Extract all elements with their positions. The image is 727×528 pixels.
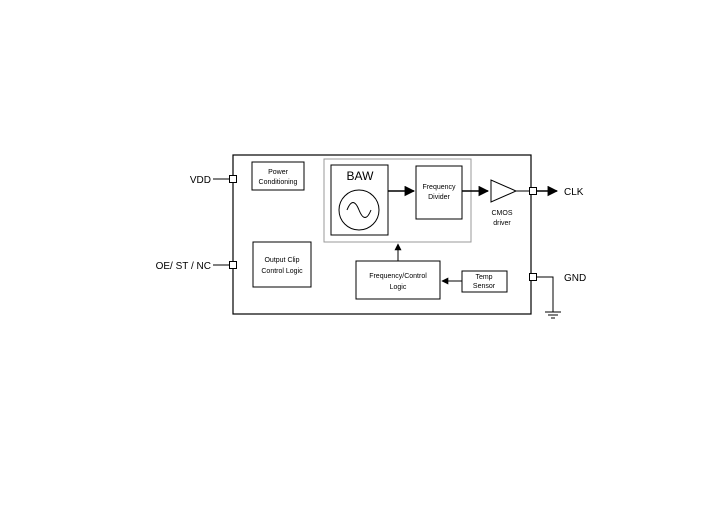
ground-icon bbox=[545, 311, 561, 319]
clk-label: CLK bbox=[564, 187, 584, 198]
baw-block bbox=[330, 164, 389, 236]
baw-label: BAW bbox=[347, 169, 375, 183]
freq-control-label-1: Frequency/Control bbox=[369, 273, 427, 280]
output-clip-block bbox=[252, 241, 312, 288]
power-conditioning-block bbox=[251, 161, 305, 191]
gnd-pin bbox=[529, 273, 537, 281]
oscillator-frame bbox=[323, 158, 472, 243]
oscillator-circle bbox=[338, 189, 380, 231]
frequency-control-block bbox=[355, 260, 441, 300]
power-label-1: Power bbox=[268, 169, 289, 176]
gnd-label: GND bbox=[564, 273, 586, 284]
oe-pin bbox=[229, 261, 237, 269]
temp-label-1: Temp bbox=[475, 274, 492, 281]
divider-label-1: Frequency bbox=[422, 184, 456, 191]
frequency-divider-block bbox=[415, 165, 463, 220]
oe-label: OE/ ST / NC bbox=[156, 261, 211, 272]
gnd-wire bbox=[536, 276, 554, 312]
cmos-label-2: driver bbox=[493, 220, 511, 227]
cmos-driver-icon bbox=[490, 179, 518, 203]
output-clip-label-2: Control Logic bbox=[261, 268, 303, 275]
output-clip-label-1: Output Clip bbox=[264, 257, 299, 264]
clk-pin bbox=[529, 187, 537, 195]
vdd-pin bbox=[229, 175, 237, 183]
power-label-2: Conditioning bbox=[259, 179, 298, 186]
cmos-label-1: CMOS bbox=[492, 210, 513, 217]
divider-label-2: Divider bbox=[428, 194, 450, 201]
vdd-label: VDD bbox=[190, 175, 211, 186]
sine-wave-icon bbox=[346, 202, 372, 218]
temp-label-2: Sensor bbox=[473, 283, 496, 290]
freq-control-label-2: Logic bbox=[390, 284, 407, 291]
